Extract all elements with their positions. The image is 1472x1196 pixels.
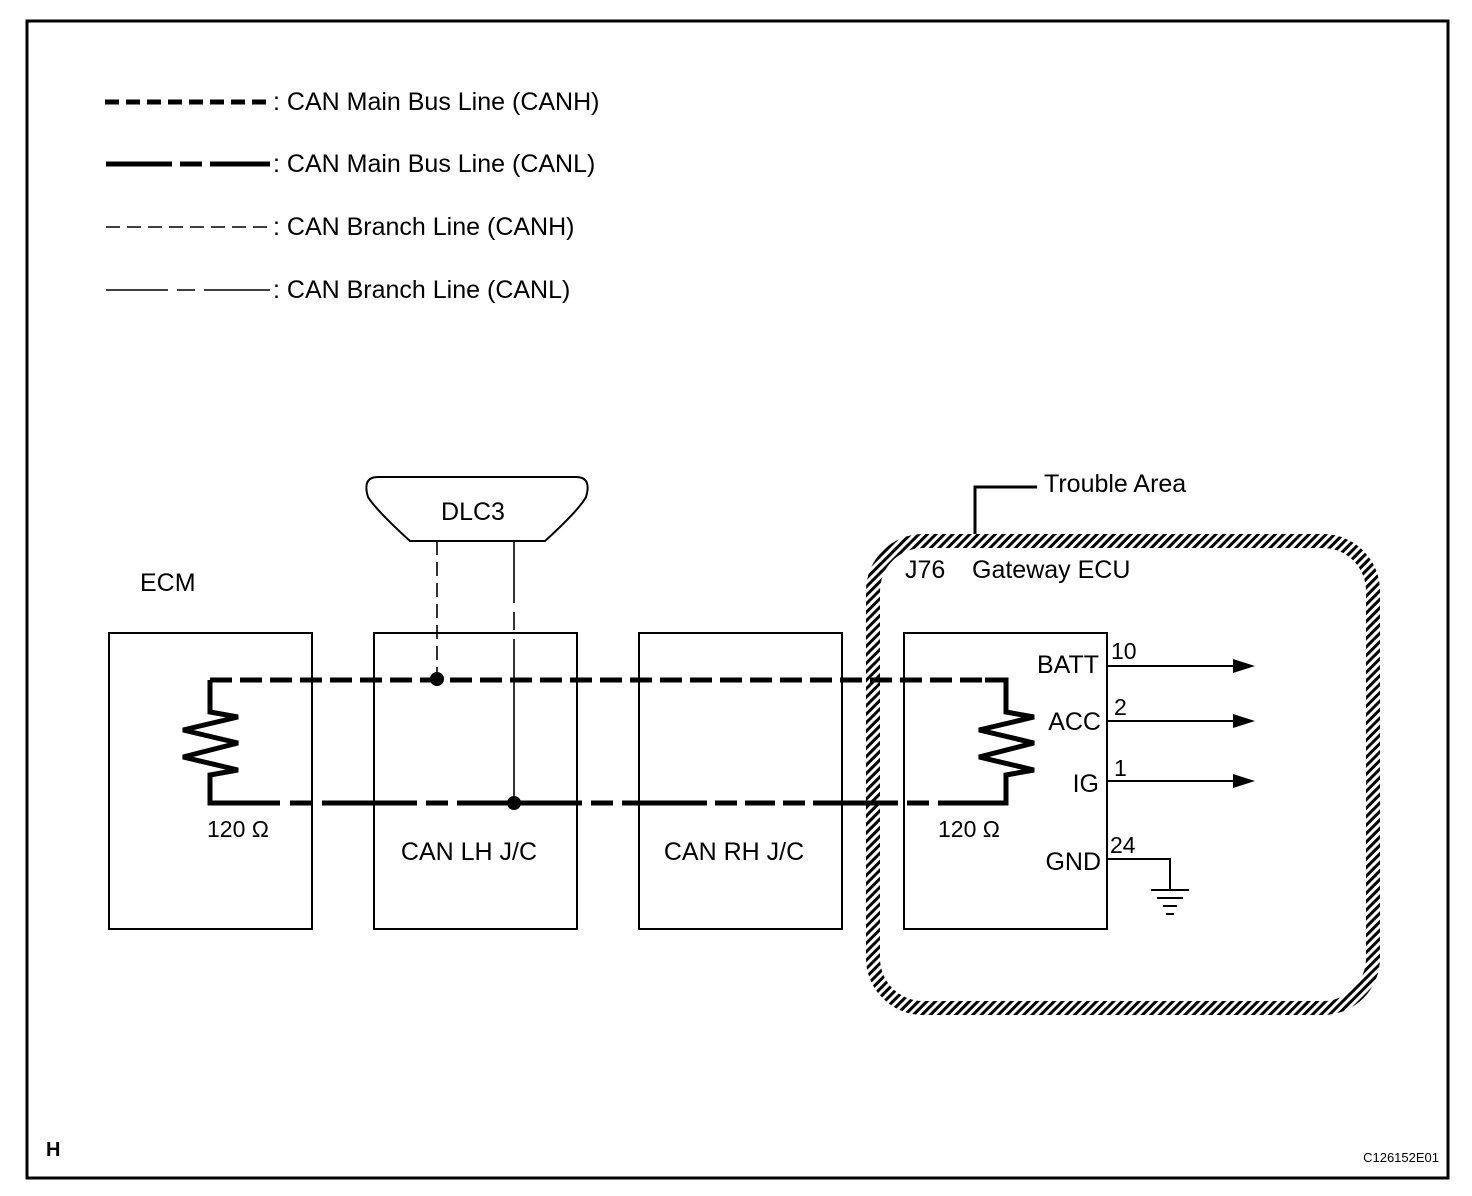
legend-item-main-canl: : CAN Main Bus Line (CANL) bbox=[106, 150, 595, 178]
legend-item-main-canh: : CAN Main Bus Line (CANH) bbox=[105, 88, 599, 116]
dlc3-connector: DLC3 bbox=[365, 476, 589, 542]
legend-label-branch-canl: : CAN Branch Line (CANL) bbox=[273, 276, 570, 304]
legend-item-branch-canl: : CAN Branch Line (CANL) bbox=[106, 276, 570, 304]
pin-acc-name: ACC bbox=[1048, 708, 1101, 736]
pin-batt: BATT 10 bbox=[1037, 638, 1255, 679]
gateway-resistor-value: 120 Ω bbox=[938, 816, 1000, 842]
ecm-resistor: 120 Ω bbox=[182, 680, 269, 842]
ground-icon bbox=[1151, 889, 1189, 915]
gateway-connector-id: J76 bbox=[905, 556, 945, 584]
pin-acc-number: 2 bbox=[1114, 694, 1127, 720]
can-lh-jc-label: CAN LH J/C bbox=[401, 838, 537, 866]
trouble-area-leader-line bbox=[973, 485, 1037, 534]
pin-acc-arrow-icon bbox=[1233, 714, 1255, 728]
legend: : CAN Main Bus Line (CANH) : CAN Main Bu… bbox=[105, 88, 599, 304]
legend-label-main-canl: : CAN Main Bus Line (CANL) bbox=[273, 150, 595, 178]
ecm-label: ECM bbox=[140, 569, 196, 597]
figure-code: C126152E01 bbox=[1363, 1150, 1439, 1165]
gateway-resistor-symbol bbox=[978, 677, 1035, 806]
pin-gnd-number: 24 bbox=[1110, 832, 1136, 858]
junction-dot-canh bbox=[430, 672, 444, 686]
pin-ig-number: 1 bbox=[1114, 755, 1127, 781]
gateway-resistor: 120 Ω bbox=[938, 677, 1035, 842]
pin-batt-name: BATT bbox=[1037, 651, 1099, 679]
legend-label-branch-canh: : CAN Branch Line (CANH) bbox=[273, 213, 574, 241]
can-rh-jc-component: CAN RH J/C bbox=[638, 632, 843, 930]
dlc3-label: DLC3 bbox=[441, 498, 505, 526]
can-rh-jc-label: CAN RH J/C bbox=[664, 838, 804, 866]
ecm-resistor-value: 120 Ω bbox=[207, 816, 269, 842]
pin-ig-arrow-icon bbox=[1233, 774, 1255, 788]
gateway-ecu-component: J76 Gateway ECU bbox=[903, 556, 1130, 930]
can-rh-jc-box bbox=[638, 632, 843, 930]
legend-item-branch-canh: : CAN Branch Line (CANH) bbox=[106, 213, 574, 241]
ecm-resistor-symbol bbox=[182, 680, 239, 806]
gateway-ecu-label: Gateway ECU bbox=[972, 556, 1130, 584]
pin-ig: IG 1 bbox=[1073, 755, 1255, 798]
trouble-area-label: Trouble Area bbox=[1044, 470, 1186, 498]
pin-batt-number: 10 bbox=[1111, 638, 1137, 664]
pin-acc: ACC 2 bbox=[1048, 694, 1255, 736]
trouble-area: Trouble Area bbox=[866, 470, 1380, 1015]
trouble-area-border bbox=[866, 534, 1380, 1015]
can-lh-jc-box bbox=[373, 632, 578, 930]
junction-dot-canl bbox=[507, 796, 521, 810]
ecm-component: ECM bbox=[108, 569, 313, 930]
ecm-box bbox=[108, 632, 313, 930]
legend-label-main-canh: : CAN Main Bus Line (CANH) bbox=[273, 88, 599, 116]
pin-gnd-name: GND bbox=[1045, 848, 1101, 876]
pin-batt-arrow-icon bbox=[1233, 659, 1255, 673]
can-lh-jc-component: CAN LH J/C bbox=[373, 632, 578, 930]
dlc3-shape bbox=[365, 476, 589, 542]
pin-ig-name: IG bbox=[1073, 770, 1099, 798]
outer-frame bbox=[25, 19, 1450, 1180]
pin-gnd: GND 24 bbox=[1045, 832, 1189, 915]
pin-gnd-wire bbox=[1107, 858, 1171, 890]
section-marker: H bbox=[46, 1139, 60, 1161]
